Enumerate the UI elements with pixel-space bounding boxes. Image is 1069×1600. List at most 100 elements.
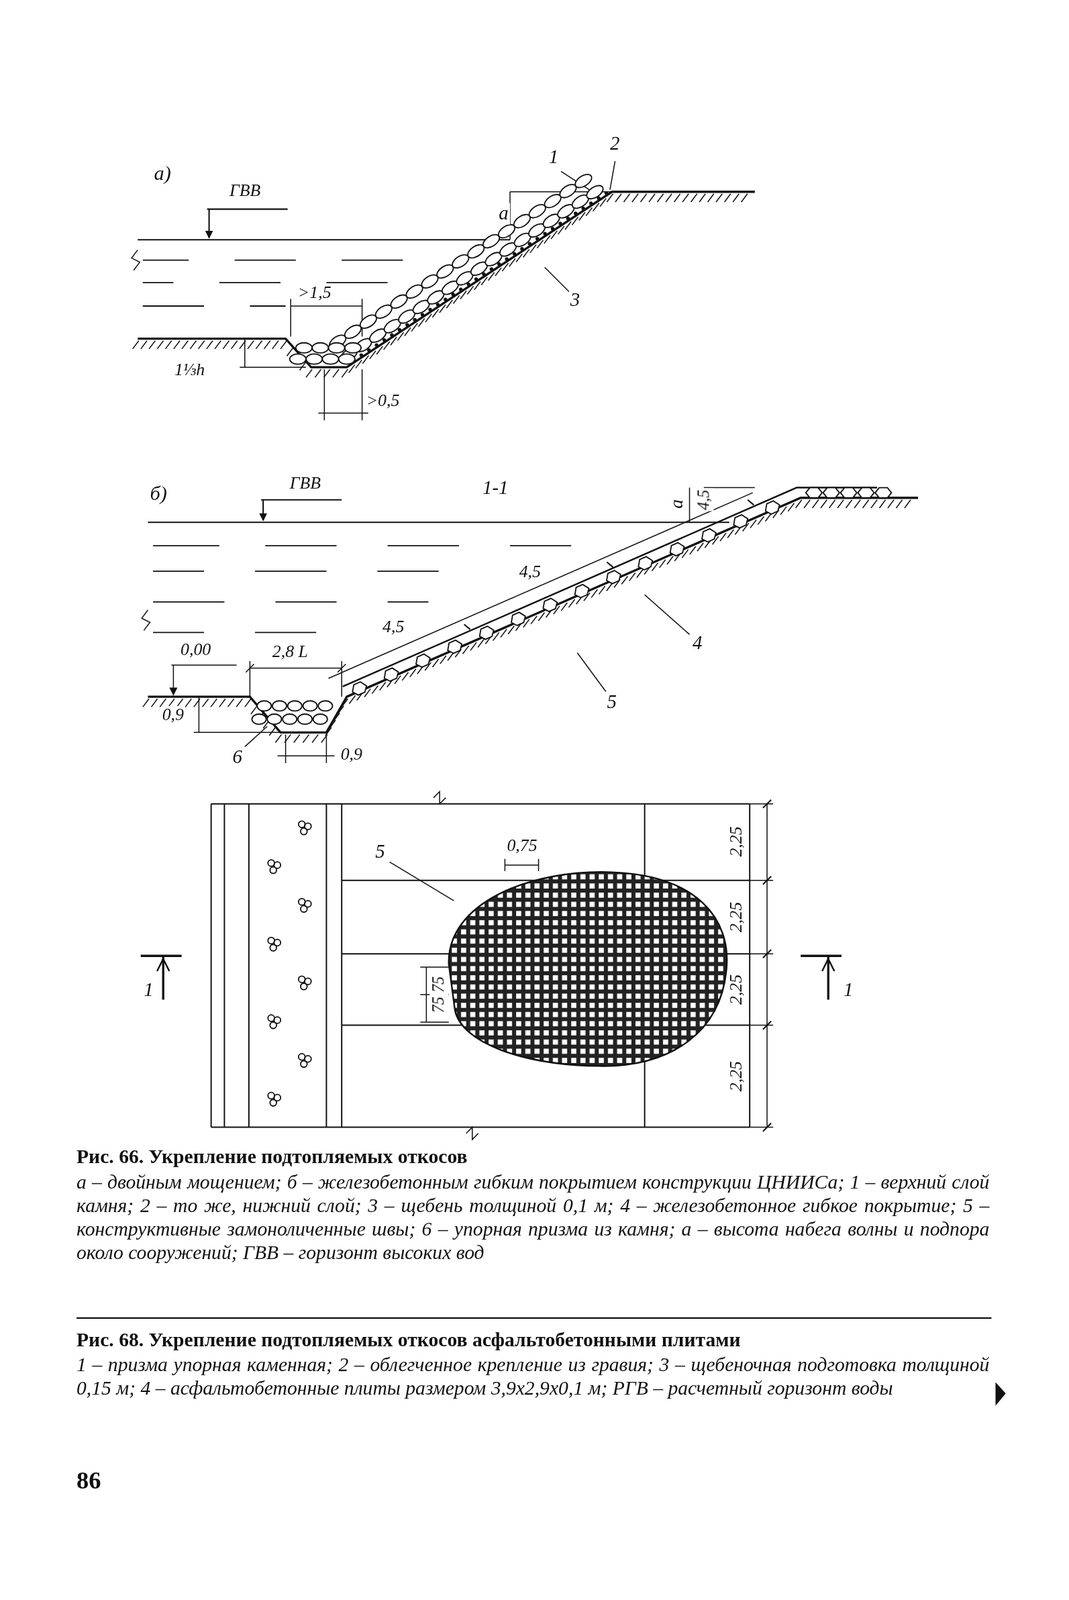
water-dashes bbox=[153, 545, 572, 633]
figure-b bbox=[141, 487, 919, 763]
ground-hatch bbox=[488, 272, 495, 281]
gravel-dot bbox=[383, 338, 386, 342]
ground-hatch bbox=[665, 193, 672, 202]
ground-hatch bbox=[621, 575, 628, 584]
dimension-ticks bbox=[762, 799, 772, 1132]
ground-hatch bbox=[623, 193, 630, 202]
dimension-label: 2,25 bbox=[726, 900, 746, 933]
ground-hatch bbox=[568, 599, 575, 608]
plate-joint bbox=[477, 624, 496, 641]
ground-hatch bbox=[453, 295, 460, 304]
ground-hatch bbox=[895, 499, 902, 508]
ground-hatch bbox=[787, 503, 794, 512]
plate-joint bbox=[540, 596, 560, 613]
stone-symbol bbox=[300, 828, 308, 835]
break-mark bbox=[131, 249, 140, 270]
ground-profile bbox=[147, 497, 919, 733]
plate-surface bbox=[342, 487, 878, 687]
ground-hatch bbox=[507, 626, 515, 635]
ground-hatch bbox=[173, 340, 180, 349]
stone bbox=[584, 182, 606, 202]
ground-hatch bbox=[401, 672, 409, 681]
page-marker bbox=[995, 1382, 1006, 1406]
ground-hatch bbox=[846, 499, 853, 508]
gravel-dot bbox=[605, 191, 608, 195]
gravel-dot bbox=[405, 323, 409, 327]
ground-hatch bbox=[536, 240, 543, 249]
ground-hatch bbox=[550, 230, 557, 239]
level-label: ГВВ bbox=[288, 474, 322, 494]
ground-hatch bbox=[682, 193, 689, 202]
dimension-line bbox=[318, 412, 368, 415]
ground-hatch bbox=[440, 655, 447, 664]
ground-hatch bbox=[538, 612, 545, 621]
leader-line bbox=[244, 726, 268, 747]
gravel-dot bbox=[505, 257, 508, 261]
ground-hatch bbox=[269, 727, 276, 736]
ground-hatch bbox=[219, 698, 226, 707]
ground-hatch bbox=[397, 332, 404, 341]
ground-hatch bbox=[636, 569, 643, 578]
stone-symbol bbox=[269, 867, 277, 874]
ground-hatch bbox=[829, 499, 836, 508]
ground-hatch bbox=[227, 698, 234, 707]
ground-hatch bbox=[470, 642, 477, 651]
ground-hatch bbox=[657, 193, 664, 202]
ground-hatch bbox=[516, 253, 523, 262]
section-arrow bbox=[157, 958, 170, 972]
ground-hatch bbox=[132, 340, 139, 349]
dimension-line bbox=[249, 667, 342, 670]
ground-hatch bbox=[418, 318, 425, 327]
ground-hatch bbox=[165, 340, 172, 349]
callout-number: 1 bbox=[547, 146, 559, 169]
page-number: 86 bbox=[76, 1466, 101, 1494]
ground-hatch bbox=[795, 499, 802, 508]
plate-joint bbox=[762, 499, 782, 516]
dimension-line bbox=[290, 305, 362, 307]
ground-hatch bbox=[321, 734, 328, 743]
dimension-label: 0,75 bbox=[505, 836, 539, 855]
ground-hatch bbox=[500, 628, 507, 637]
callout-number: 3 bbox=[569, 289, 581, 312]
gravel-dot bbox=[428, 308, 432, 311]
ground-hatch bbox=[369, 350, 376, 360]
gravel-dot bbox=[581, 207, 585, 211]
ground-hatch bbox=[887, 499, 894, 508]
dimension-label: >0,5 bbox=[365, 391, 401, 411]
ground-hatch bbox=[189, 340, 196, 349]
ground-hatch bbox=[820, 499, 827, 508]
ground-hatch bbox=[341, 698, 348, 707]
gravel-dot bbox=[360, 353, 364, 357]
ground-hatch bbox=[741, 193, 748, 202]
ground-hatch bbox=[481, 277, 488, 286]
stone-symbol bbox=[300, 1060, 308, 1067]
dimension-label: 1⅓h bbox=[173, 361, 206, 380]
callout-number: 4 bbox=[691, 632, 704, 654]
ground-hatch bbox=[812, 499, 819, 508]
ground-hatch bbox=[371, 685, 378, 694]
gravel-dot bbox=[490, 267, 494, 271]
ground-hatch bbox=[244, 698, 251, 707]
ground-hatch bbox=[337, 705, 344, 715]
ground-hatch bbox=[571, 216, 578, 225]
stone-symbol bbox=[300, 905, 308, 912]
section-mark bbox=[800, 955, 842, 1000]
water-surface bbox=[137, 238, 511, 241]
caption-text: 1 – призма упорная каменная; 2 – облегче… bbox=[76, 1352, 990, 1400]
gravel-dot bbox=[467, 283, 470, 286]
ground-hatch bbox=[348, 695, 355, 704]
extension-line bbox=[703, 487, 755, 489]
plate-joint bbox=[572, 582, 592, 599]
gravel-dot bbox=[375, 343, 378, 347]
ground-hatch bbox=[495, 267, 502, 276]
ground-hatch bbox=[193, 698, 200, 707]
plate-joint bbox=[875, 487, 892, 498]
ground-hatch bbox=[302, 734, 309, 743]
ground-hatch bbox=[780, 506, 787, 515]
callout-number: 6 bbox=[231, 746, 243, 769]
ground-hatch bbox=[157, 340, 164, 349]
ground-hatch bbox=[523, 248, 530, 258]
ground-hatch bbox=[255, 340, 262, 349]
ground-hatch bbox=[362, 355, 369, 364]
